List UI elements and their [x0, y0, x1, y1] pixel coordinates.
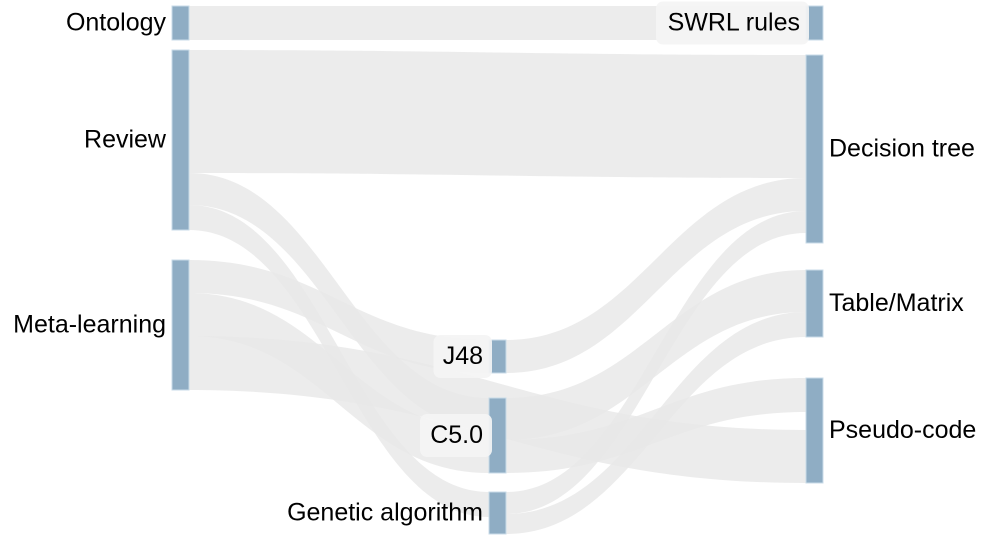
sankey-node-review[interactable]	[171, 49, 190, 231]
sankey-node-dtree[interactable]	[805, 54, 824, 244]
sankey-label-table: Table/Matrix	[829, 289, 964, 317]
sankey-label-bg-c50	[420, 414, 492, 457]
sankey-node-meta[interactable]	[171, 259, 190, 391]
sankey-node-genetic[interactable]	[488, 491, 507, 535]
sankey-label-review: Review	[84, 126, 167, 154]
sankey-label-c50: C5.0	[430, 421, 483, 449]
sankey-link-meta-to-j48[interactable]	[189, 260, 489, 373]
sankey-node-ontology[interactable]	[171, 5, 190, 41]
sankey-node-table[interactable]	[805, 269, 824, 338]
sankey-label-bg-j48	[433, 335, 492, 378]
sankey-label-swrl: SWRL rules	[668, 9, 800, 37]
sankey-label-bg-swrl	[656, 1, 809, 45]
sankey-label-genetic: Genetic algorithm	[287, 499, 483, 527]
sankey-label-dtree: Decision tree	[829, 135, 975, 163]
sankey-label-meta: Meta-learning	[13, 311, 166, 339]
sankey-link-genetic-to-dtree[interactable]	[506, 211, 806, 514]
sankey-link-j48-to-dtree[interactable]	[506, 178, 806, 373]
sankey-label-pseudo: Pseudo-code	[829, 416, 976, 444]
sankey-label-j48: J48	[443, 342, 483, 370]
sankey-link-ontology-to-swrl[interactable]	[189, 6, 806, 40]
sankey-node-pseudo[interactable]	[805, 377, 824, 484]
sankey-link-genetic-to-table[interactable]	[506, 312, 806, 534]
sankey-link-review-to-dtree[interactable]	[189, 50, 806, 178]
sankey-labels-layer: OntologyReviewMeta-learningJ48C5.0Geneti…	[13, 1, 976, 527]
sankey-label-ontology: Ontology	[66, 9, 167, 37]
sankey-nodes-layer	[171, 5, 824, 535]
